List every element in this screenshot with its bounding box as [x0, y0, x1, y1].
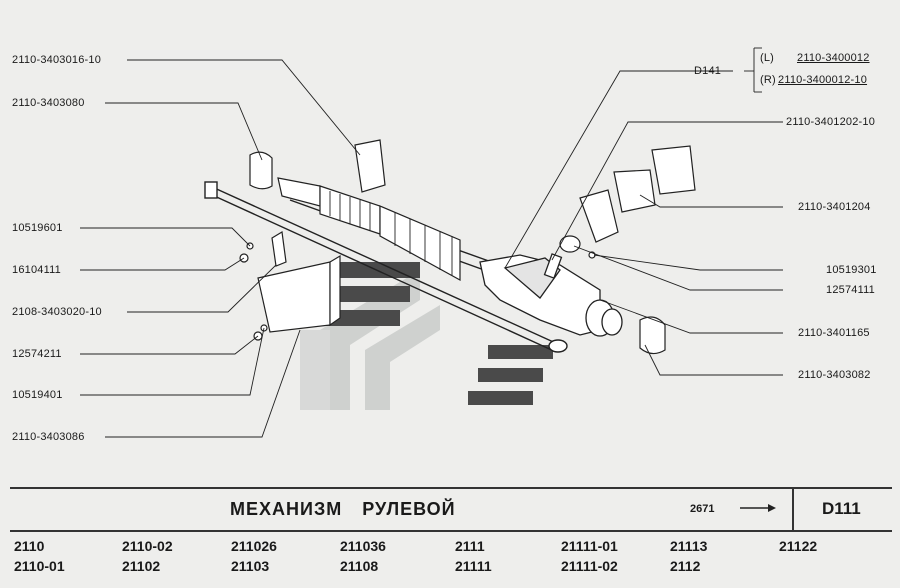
model-code: 21111-02 — [561, 558, 618, 574]
callout-2110-3401202-10: 2110-3401202-10 — [786, 116, 876, 128]
callout-2110-3403080: 2110-3403080 — [12, 97, 85, 109]
arrow-right-icon — [740, 504, 776, 512]
callout-2110-3401204: 2110-3401204 — [798, 201, 871, 213]
callout-2110-3401165: 2110-3401165 — [798, 327, 870, 339]
steering-gear-diagram — [80, 47, 783, 438]
callout-2110-3403086: 2110-3403086 — [12, 431, 85, 443]
model-code: 211036 — [340, 538, 386, 554]
model-code: 2110-01 — [14, 558, 65, 574]
model-code: 21103 — [231, 558, 270, 574]
variant-right-tag: (R) — [760, 74, 776, 86]
callout-2110-3403016-10: 2110-3403016-10 — [12, 54, 102, 66]
model-code: 2111 — [455, 538, 485, 554]
model-code: 21102 — [122, 558, 161, 574]
gear-housing — [479, 253, 623, 337]
model-code: 21113 — [670, 538, 708, 554]
model-code: 2110 — [14, 538, 45, 554]
model-code: 21111-01 — [561, 538, 618, 554]
model-code: 211026 — [231, 538, 277, 554]
watermark-logo — [300, 262, 553, 410]
variant-right-part: 2110-3400012-10 — [778, 74, 868, 86]
callout-10519401: 10519401 — [12, 389, 63, 401]
callout-10519601: 10519601 — [12, 222, 63, 234]
callout-2108-3403020-10: 2108-3403020-10 — [12, 306, 102, 318]
model-code: 21108 — [340, 558, 379, 574]
title-bar: МЕХАНИЗМ РУЛЕВОЙ 2671 D111 — [10, 487, 892, 532]
variant-left-tag: (L) — [760, 52, 775, 64]
sheet-code: D111 — [822, 499, 861, 518]
callout-10519301: 10519301 — [826, 264, 877, 276]
callout-d141: D141 — [694, 65, 722, 77]
page-title: МЕХАНИЗМ РУЛЕВОЙ — [230, 499, 456, 519]
callout-16104111: 16104111 — [12, 264, 61, 276]
callout-12574111: 12574111 — [826, 284, 875, 296]
variant-left-part: 2110-3400012 — [797, 52, 870, 64]
model-code: 2110-02 — [122, 538, 173, 554]
callout-2110-3403082: 2110-3403082 — [798, 369, 871, 381]
rack-boot — [277, 177, 461, 282]
callout-12574211: 12574211 — [12, 348, 62, 360]
leader-lines — [80, 47, 783, 438]
model-code: 21122 — [779, 538, 818, 554]
clamps-and-parts — [239, 139, 696, 355]
model-code: 2112 — [670, 558, 701, 574]
catalog-reference: 2671 — [690, 503, 715, 515]
divider — [792, 489, 794, 530]
model-code: 21111 — [455, 558, 492, 574]
